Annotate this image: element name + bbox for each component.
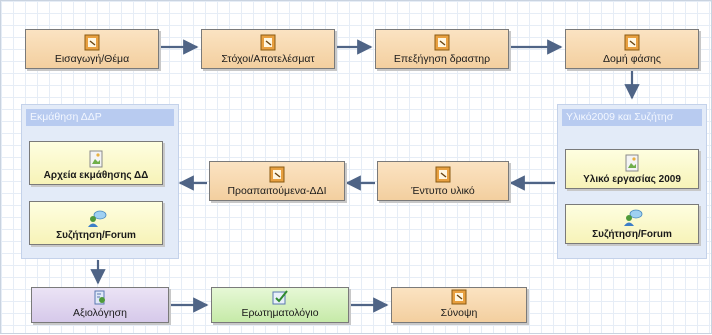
node-goals[interactable]: Στόχοι/Αποτελέσματ [201, 29, 335, 69]
node-files[interactable]: Αρχεία εκμάθησης ΔΔ [29, 141, 163, 185]
node-material[interactable]: Υλικό εργασίας 2009 [565, 149, 699, 189]
node-structure-label: Δομή φάσης [603, 53, 661, 65]
node-files-label: Αρχεία εκμάθησης ΔΔ [43, 170, 149, 181]
node-assessment-label: Αξιολόγηση [72, 307, 128, 319]
assessment-icon [94, 290, 105, 305]
document-icon [435, 166, 451, 183]
node-prereq[interactable]: Προαπαιτούμενα-ΔΔΙ [209, 161, 345, 201]
document-icon [624, 34, 640, 51]
node-forum-left-label: Συζήτηση/Forum [56, 230, 136, 241]
node-forum-left[interactable]: Συζήτηση/Forum [29, 201, 163, 245]
group-material-title: Υλικό2009 και Συζήτησ [562, 109, 702, 126]
node-prereq-label: Προαπαιτούμενα-ΔΔΙ [227, 185, 327, 197]
node-explain-label: Επεξήγηση δραστηρ [393, 53, 491, 65]
group-learning-title: Εκμάθηση ΔΔΡ [26, 109, 174, 126]
node-questionnaire[interactable]: Ερωτηματολόγιο [211, 287, 349, 323]
document-icon [451, 289, 467, 305]
node-summary[interactable]: Σύνοψη [391, 287, 527, 323]
node-intro[interactable]: Εισαγωγή/Θέμα [25, 29, 159, 69]
document-icon [84, 34, 100, 51]
questionnaire-check-icon [272, 290, 288, 305]
node-assessment[interactable]: Αξιολόγηση [31, 287, 169, 323]
forum-users-icon [88, 210, 107, 227]
node-structure[interactable]: Δομή φάσης [565, 29, 699, 69]
image-file-icon [89, 150, 103, 168]
document-icon [434, 34, 450, 51]
node-printed[interactable]: Έντυπο υλικό [377, 161, 509, 201]
document-icon [260, 34, 276, 51]
document-icon [269, 166, 285, 183]
node-printed-label: Έντυπο υλικό [411, 185, 475, 197]
node-explain[interactable]: Επεξήγηση δραστηρ [375, 29, 509, 69]
node-summary-label: Σύνοψη [440, 307, 478, 319]
forum-users-icon [624, 209, 643, 226]
image-file-icon [625, 154, 639, 172]
node-material-label: Υλικό εργασίας 2009 [583, 174, 681, 185]
node-goals-label: Στόχοι/Αποτελέσματ [221, 53, 315, 65]
node-forum-right[interactable]: Συζήτηση/Forum [565, 204, 699, 244]
node-questionnaire-label: Ερωτηματολόγιο [241, 307, 319, 319]
node-forum-right-label: Συζήτηση/Forum [592, 229, 672, 240]
node-intro-label: Εισαγωγή/Θέμα [54, 53, 130, 65]
